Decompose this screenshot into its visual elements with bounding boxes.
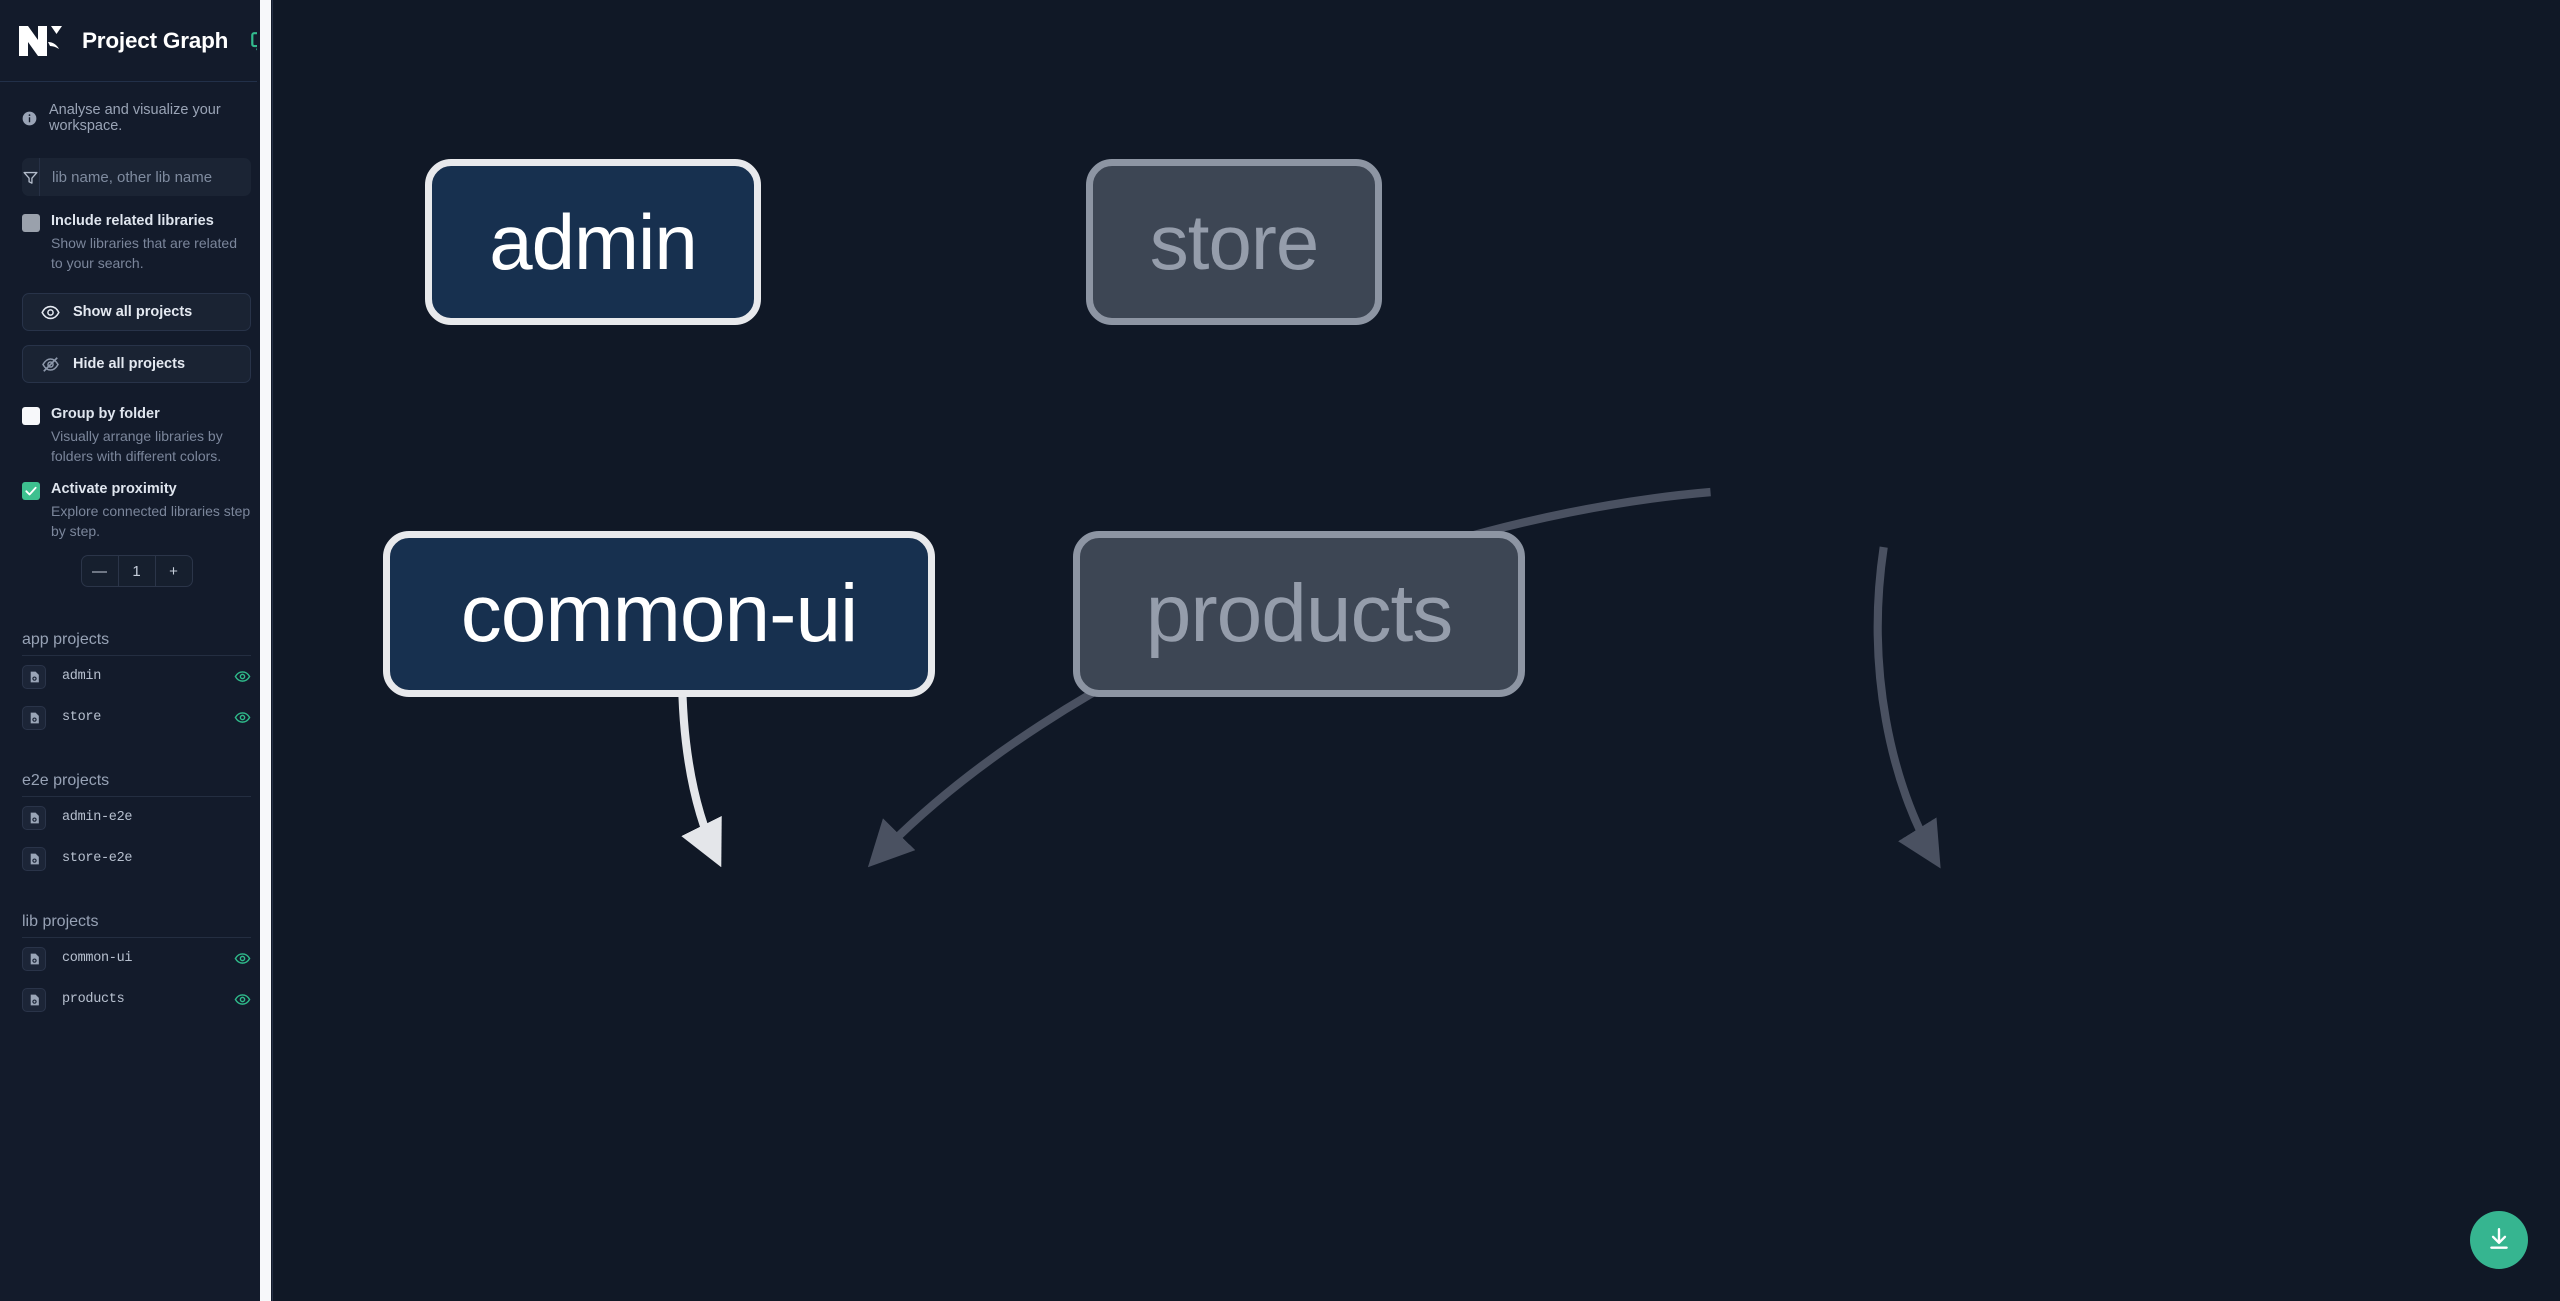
proximity-value: 1 [132,562,141,580]
search-bar [22,158,251,196]
project-file-icon [22,705,46,730]
project-file-icon [22,664,46,689]
group-heading-e2e-projects: e2e projects [22,772,251,798]
sidebar: Project Graph Analy [0,0,273,1301]
list-item-common-ui[interactable]: common-ui [22,938,251,979]
option-description: Visually arrange libraries by folders wi… [51,427,223,465]
graph-node-label: admin [489,197,697,286]
visibility-eye-icon[interactable] [234,709,251,726]
project-name: products [62,992,125,1008]
show-all-projects-button[interactable]: Show all projects [22,293,251,332]
tagline-text: Analyse and visualize your workspace. [49,102,221,134]
list-item-products[interactable]: products [22,979,251,1020]
list-item-store-e2e[interactable]: store-e2e [22,838,251,879]
sidebar-scrollbar[interactable] [257,0,273,1301]
project-file-icon [22,846,46,871]
sidebar-scroll-region[interactable]: Project Graph Analy [0,0,273,1301]
option-description: Show libraries that are related to your … [51,234,237,271]
option-group-by-folder[interactable]: Group by folder Visually arrange librari… [22,405,251,466]
graph-node-products[interactable]: products [1073,531,1525,697]
proximity-increment-button[interactable]: + [169,562,178,580]
list-item-admin[interactable]: admin [22,656,251,697]
list-item-admin-e2e[interactable]: admin-e2e [22,797,251,838]
visibility-eye-icon[interactable] [234,950,251,967]
edge-store-to-products [1873,546,1941,869]
tagline: Analyse and visualize your workspace. [0,82,273,134]
graph-node-label: common-ui [460,568,859,659]
project-name: store-e2e [62,851,133,867]
project-name: store [62,710,102,726]
proximity-stepper: — 1 + [80,555,193,588]
hide-all-projects-label: Hide all projects [73,356,186,373]
option-label: Include related libraries [51,213,214,229]
project-name: admin-e2e [62,810,133,826]
sidebar-header: Project Graph [0,0,273,82]
option-label: Activate proximity [51,481,177,498]
graph-node-label: products [1145,568,1454,659]
graph-node-admin[interactable]: admin [425,159,761,325]
option-label: Group by folder [51,406,160,423]
project-file-icon [22,946,46,971]
project-name: admin [62,669,102,685]
option-activate-proximity[interactable]: Activate proximity Explore connected lib… [22,480,251,541]
download-icon [2486,1226,2512,1255]
search-input[interactable] [40,158,251,196]
project-name: common-ui [62,951,133,967]
include-related-libraries-checkbox[interactable] [22,214,40,232]
nx-logo-icon [18,22,64,60]
graph-node-common-ui[interactable]: common-ui [383,531,935,697]
graph-canvas[interactable]: admin store common-ui products [273,0,2560,1301]
graph-node-label: store [1149,197,1319,286]
activate-proximity-checkbox[interactable] [22,482,40,501]
proximity-decrement-button[interactable]: — [92,562,107,580]
funnel-icon[interactable] [22,158,40,196]
project-file-icon [22,987,46,1012]
sidebar-divider [272,0,273,1301]
graph-node-store[interactable]: store [1086,159,1382,325]
sidebar-body: Include related libraries Show libraries… [0,158,273,1020]
list-item-store[interactable]: store [22,697,251,738]
group-heading-lib-projects: lib projects [22,913,251,939]
show-all-projects-label: Show all projects [73,304,193,321]
stepper-divider [117,556,119,587]
option-description: Explore connected libraries step by step… [51,502,251,540]
eye-icon [41,305,60,319]
info-icon [22,111,37,126]
visibility-eye-icon[interactable] [234,668,251,685]
group-by-folder-checkbox[interactable] [22,407,40,426]
stepper-divider [154,556,156,587]
download-graph-button[interactable] [2470,1211,2528,1269]
hide-all-projects-button[interactable]: Hide all projects [22,345,251,384]
sidebar-scrollbar-thumb[interactable] [260,0,271,1301]
visibility-eye-icon[interactable] [234,991,251,1008]
page-title: Project Graph [82,27,229,53]
option-include-related-libraries[interactable]: Include related libraries Show libraries… [22,212,251,273]
eye-off-icon [42,356,59,372]
group-heading-app-projects: app projects [22,631,251,657]
project-file-icon [22,805,46,830]
